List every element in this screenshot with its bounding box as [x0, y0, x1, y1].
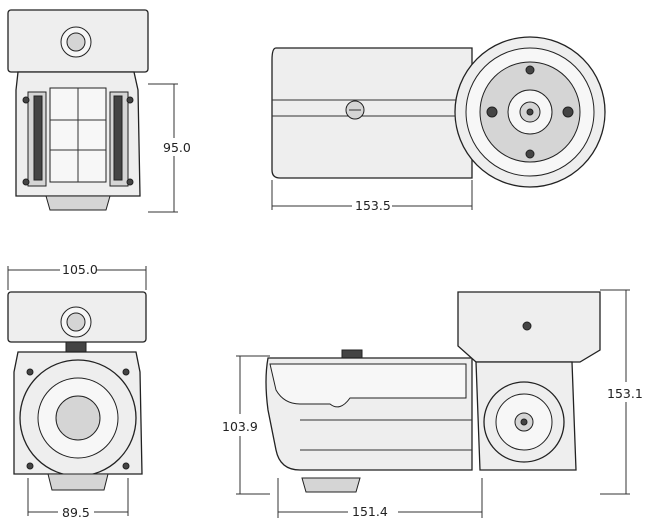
dimension-label-89-5: 89.5: [62, 505, 90, 520]
dimension-label-95: 95.0: [163, 140, 191, 155]
dimension-105: 105.0: [7, 262, 147, 290]
dimension-label-153-5: 153.5: [355, 198, 391, 213]
dimension-103-9: 103.9: [222, 355, 270, 495]
front-view-shade-camera: [7, 291, 147, 491]
side-view-camera: [271, 36, 606, 188]
dimension-153-5: 153.5: [271, 180, 473, 213]
dimension-label-105: 105.0: [62, 262, 98, 277]
front-view-camera: [7, 9, 149, 211]
dimension-95: 95.0: [148, 83, 191, 213]
dimension-label-153-1: 153.1: [607, 386, 643, 401]
side-view-mount-camera: [265, 291, 601, 493]
dimension-151-4: 151.4: [277, 478, 483, 519]
dimension-label-103-9: 103.9: [222, 419, 258, 434]
dimension-153-1: 153.1: [600, 289, 643, 495]
dimension-label-151-4: 151.4: [352, 504, 388, 519]
dimension-89-5: 89.5: [27, 478, 129, 520]
